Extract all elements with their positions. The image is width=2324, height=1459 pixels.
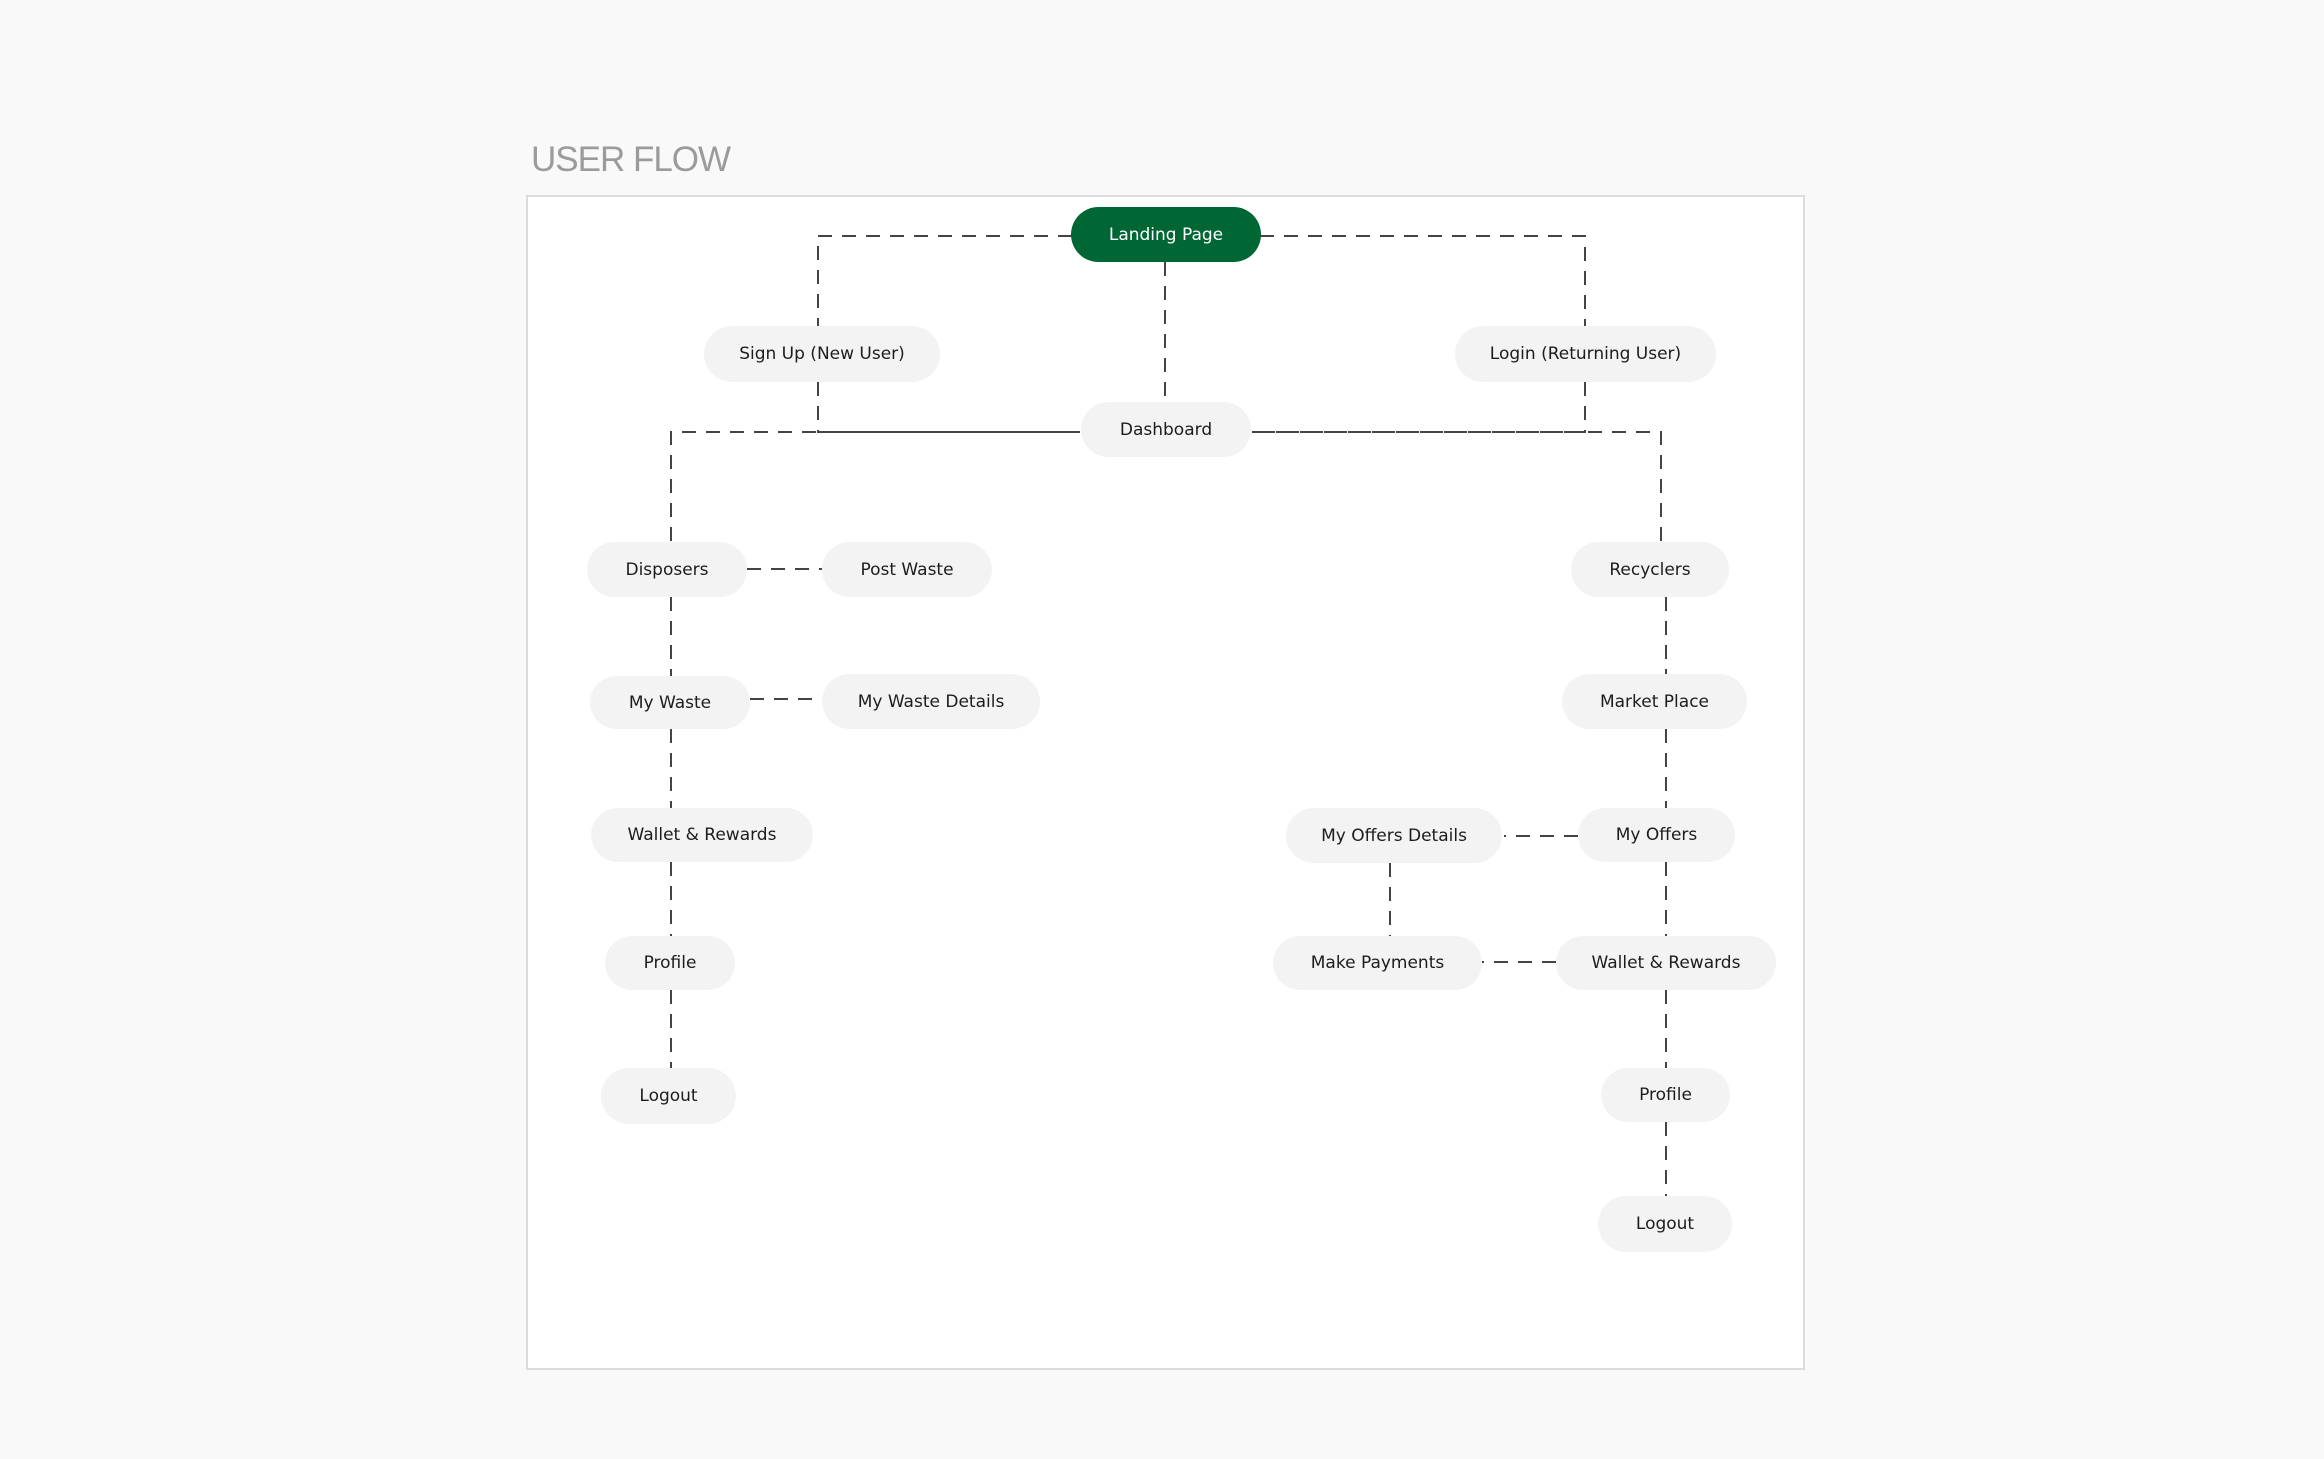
landing-page-node[interactable]: Landing Page (1071, 207, 1261, 262)
disposers-node[interactable]: Disposers (587, 542, 747, 597)
signup-node[interactable]: Sign Up (New User) (704, 326, 940, 382)
profile-node-left[interactable]: Profile (605, 936, 735, 990)
make-payments-node[interactable]: Make Payments (1273, 936, 1482, 990)
logout-node-right[interactable]: Logout (1598, 1196, 1732, 1252)
logout-node-left[interactable]: Logout (601, 1068, 736, 1124)
wallet-rewards-node-right[interactable]: Wallet & Rewards (1556, 936, 1776, 990)
profile-node-right[interactable]: Profile (1601, 1068, 1730, 1122)
dashboard-node[interactable]: Dashboard (1081, 402, 1251, 457)
market-place-node[interactable]: Market Place (1562, 674, 1747, 729)
post-waste-node[interactable]: Post Waste (822, 542, 992, 597)
my-waste-node[interactable]: My Waste (590, 676, 750, 729)
login-node[interactable]: Login (Returning User) (1455, 326, 1716, 382)
wallet-rewards-node-left[interactable]: Wallet & Rewards (591, 808, 813, 862)
page-title: USER FLOW (531, 140, 731, 179)
my-offers-details-node[interactable]: My Offers Details (1286, 808, 1502, 863)
my-offers-node[interactable]: My Offers (1578, 808, 1735, 862)
my-waste-details-node[interactable]: My Waste Details (822, 674, 1040, 729)
recyclers-node[interactable]: Recyclers (1571, 542, 1729, 597)
